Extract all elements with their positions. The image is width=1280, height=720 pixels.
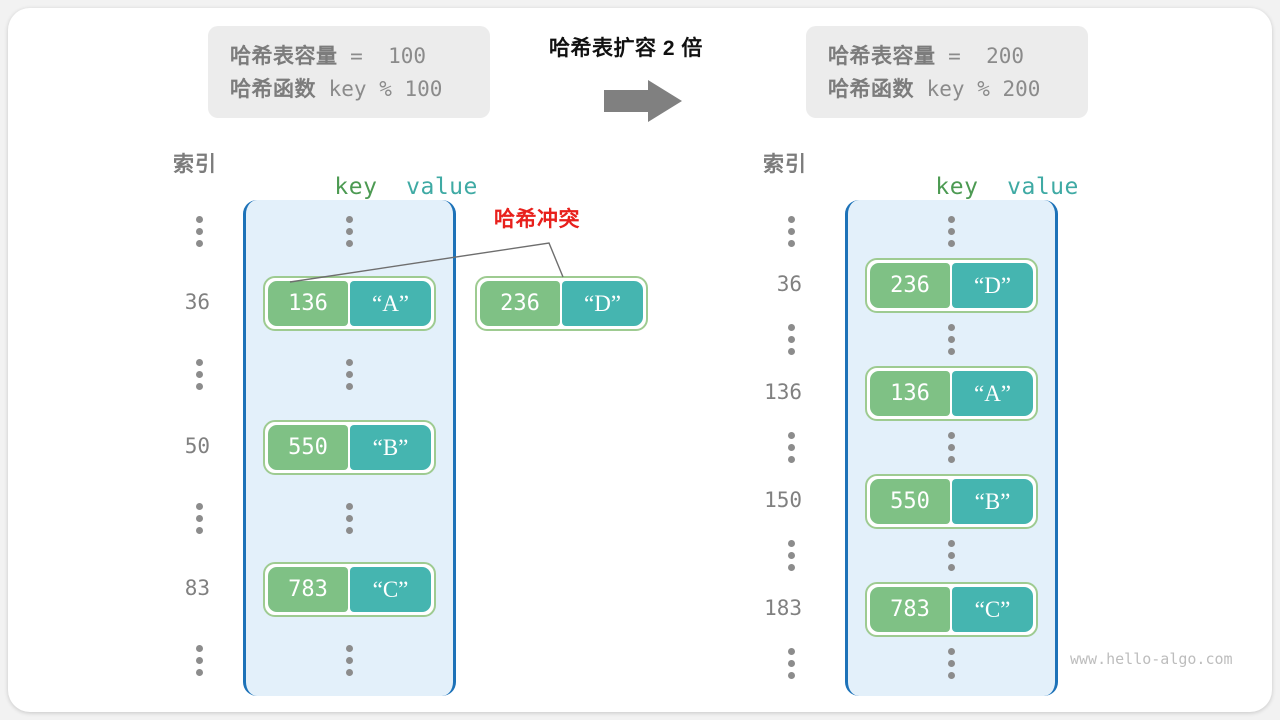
right-entry-pair[interactable]: 236 “D”: [865, 258, 1038, 313]
left-entry-pair[interactable]: 550 “B”: [263, 420, 436, 475]
right-hash-line: 哈希函数 key % 200: [828, 73, 1066, 106]
right-entry-value: “D”: [952, 263, 1033, 308]
right-hash-label: 哈希函数: [828, 78, 914, 101]
right-row-dots: [788, 432, 795, 463]
right-entry-pair[interactable]: 783 “C”: [865, 582, 1038, 637]
left-cell-dots: [346, 503, 353, 534]
right-entry-pair[interactable]: 136 “A”: [865, 366, 1038, 421]
right-hash-value: key % 200: [914, 77, 1041, 101]
left-header-gap: [377, 174, 406, 200]
left-header-key: key: [334, 174, 378, 200]
collision-entry-key: 236: [480, 281, 561, 326]
left-entry-pair[interactable]: 136 “A”: [263, 276, 436, 331]
left-entry-key: 783: [268, 567, 349, 612]
left-row-dots: [196, 503, 203, 534]
right-entry-pair[interactable]: 550 “B”: [865, 474, 1038, 529]
left-row-index: 83: [184, 576, 210, 600]
left-header-value: value: [406, 174, 478, 200]
left-header-index: 索引: [173, 153, 217, 176]
left-cell-dots: [346, 359, 353, 390]
right-header-gap: [978, 174, 1007, 200]
right-entry-value: “A”: [952, 371, 1033, 416]
left-entry-value: “A”: [350, 281, 431, 326]
left-info-box: 哈希表容量 = 100 哈希函数 key % 100: [208, 26, 490, 118]
right-row-index: 36: [776, 272, 802, 296]
watermark: www.hello-algo.com: [1070, 650, 1233, 668]
right-entry-key: 136: [870, 371, 951, 416]
collision-label: 哈希冲突: [494, 208, 580, 231]
right-entry-value: “C”: [952, 587, 1033, 632]
left-row-dots: [196, 216, 203, 247]
left-hash-label: 哈希函数: [230, 78, 316, 101]
right-cell-dots: [948, 540, 955, 571]
left-row-index: 50: [184, 434, 210, 458]
left-row-dots: [196, 359, 203, 390]
right-header-index: 索引: [763, 153, 807, 176]
left-entry-pair[interactable]: 783 “C”: [263, 562, 436, 617]
right-capacity-value: = 200: [935, 44, 1025, 68]
right-entry-key: 550: [870, 479, 951, 524]
left-entry-value: “C”: [350, 567, 431, 612]
right-cell-dots: [948, 324, 955, 355]
right-cell-dots: [948, 432, 955, 463]
right-entry-key: 236: [870, 263, 951, 308]
left-cell-dots: [346, 645, 353, 676]
collision-entry-value: “D”: [562, 281, 643, 326]
right-row-index: 150: [764, 488, 802, 512]
left-header-keyvalue: key value: [277, 148, 478, 226]
left-entry-key: 550: [268, 425, 349, 470]
right-row-dots: [788, 216, 795, 247]
left-hash-value: key % 100: [316, 77, 443, 101]
right-cell-dots: [948, 648, 955, 679]
left-cell-dots: [346, 216, 353, 247]
left-capacity-line: 哈希表容量 = 100: [230, 40, 468, 73]
right-row-dots: [788, 540, 795, 571]
collision-entry-pair[interactable]: 236 “D”: [475, 276, 648, 331]
right-header-keyvalue: key value: [878, 148, 1079, 226]
right-header-key: key: [935, 174, 979, 200]
right-header-value: value: [1007, 174, 1079, 200]
right-cell-dots: [948, 216, 955, 247]
left-row-dots: [196, 645, 203, 676]
right-entry-key: 783: [870, 587, 951, 632]
right-arrow-icon: [604, 80, 684, 127]
right-row-dots: [788, 648, 795, 679]
left-entry-key: 136: [268, 281, 349, 326]
left-row-index: 36: [184, 290, 210, 314]
right-info-box: 哈希表容量 = 200 哈希函数 key % 200: [806, 26, 1088, 118]
left-capacity-value: = 100: [337, 44, 427, 68]
right-capacity-line: 哈希表容量 = 200: [828, 40, 1066, 73]
left-hash-line: 哈希函数 key % 100: [230, 73, 468, 106]
diagram-title: 哈希表扩容 2 倍: [549, 37, 703, 60]
right-capacity-label: 哈希表容量: [828, 45, 936, 68]
right-row-index: 136: [764, 380, 802, 404]
left-capacity-label: 哈希表容量: [230, 45, 338, 68]
right-row-index: 183: [764, 596, 802, 620]
right-row-dots: [788, 324, 795, 355]
left-entry-value: “B”: [350, 425, 431, 470]
page-card: [8, 8, 1272, 712]
right-entry-value: “B”: [952, 479, 1033, 524]
